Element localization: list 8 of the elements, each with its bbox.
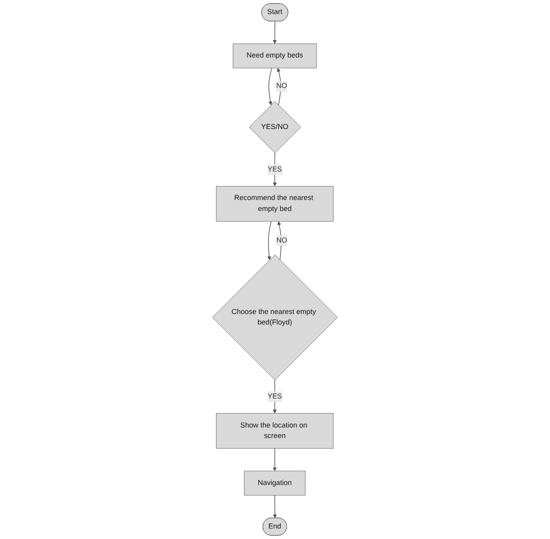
arrow bbox=[267, 221, 272, 260]
arrow bbox=[272, 21, 277, 44]
arrow bbox=[272, 152, 277, 186]
arrow bbox=[272, 494, 277, 518]
arrow bbox=[272, 448, 277, 472]
arrow bbox=[268, 68, 272, 106]
arrow bbox=[277, 221, 282, 260]
arrow bbox=[272, 380, 277, 414]
